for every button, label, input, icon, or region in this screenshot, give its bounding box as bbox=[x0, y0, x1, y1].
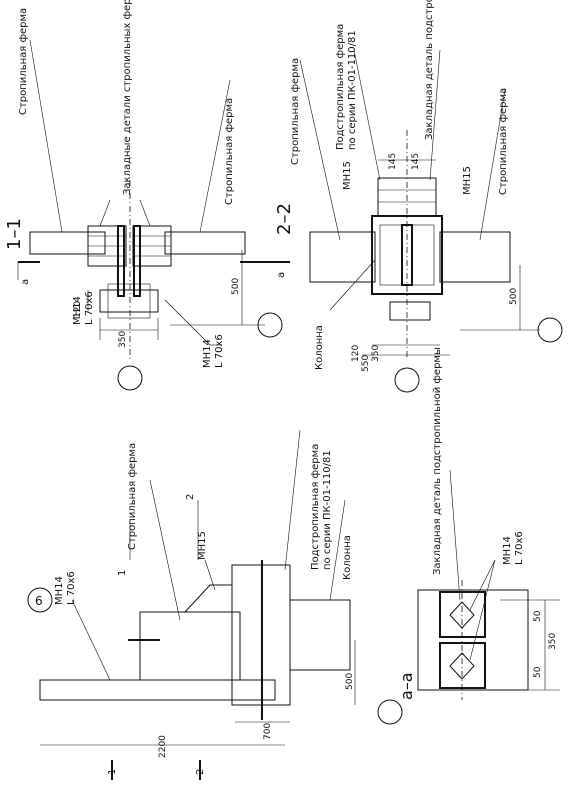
dim-120-22: 120 bbox=[351, 345, 361, 362]
dim-145-22a: 145 bbox=[388, 153, 398, 170]
axis-bubble-5 bbox=[377, 699, 403, 725]
dim-350-11: 350 bbox=[118, 331, 128, 348]
label-embedded-22: Закладная деталь подстропильной фермы bbox=[424, 0, 435, 140]
label-angle-aa: L 70х6 bbox=[514, 531, 525, 565]
label-embedded-aa: Закладная деталь подстропильной фермы bbox=[432, 347, 443, 575]
label-embedded-11: Закладные детали стропильных ферм bbox=[122, 0, 133, 195]
dim-120-11: 120 bbox=[73, 301, 83, 318]
dim-50-aa-1: 50 bbox=[533, 610, 543, 622]
label-rafter-node: Стропильная ферма bbox=[127, 443, 138, 550]
rafter-truss-left bbox=[29, 231, 106, 255]
label-mn14-11b: МН14 bbox=[202, 339, 213, 368]
label-mn15-node: МН15 bbox=[197, 531, 208, 560]
node-6 bbox=[27, 429, 403, 780]
label-mn14-11: МН14 bbox=[72, 296, 83, 325]
marker-1-top: 1 bbox=[117, 570, 128, 576]
dim-500-node: 500 bbox=[345, 673, 355, 690]
column-node bbox=[289, 599, 351, 671]
section-2-2 bbox=[262, 49, 563, 393]
label-series-22: по серии ПК-01-110/81 bbox=[347, 30, 358, 150]
label-subrafter-22: Подстропильная ферма bbox=[335, 24, 346, 150]
rafter-truss-right bbox=[164, 231, 246, 255]
dim-145-22b: 145 bbox=[411, 153, 421, 170]
axis-bubble-4 bbox=[394, 367, 420, 393]
label-mn14-node: МН14 bbox=[54, 576, 65, 605]
node-number: 6 bbox=[35, 594, 43, 608]
label-rafter-22-right: Стропильная ферма bbox=[498, 88, 509, 195]
dim-550-22: 550 bbox=[361, 355, 371, 372]
axis-bubble-1 bbox=[257, 312, 283, 338]
marker-a-left: а bbox=[20, 279, 31, 285]
section-a-a bbox=[417, 469, 560, 700]
label-rafter-22-left: Стропильная ферма bbox=[290, 58, 301, 165]
rafter-truss-22-left bbox=[309, 231, 376, 283]
column-head bbox=[371, 215, 443, 295]
dim-50-aa-2: 50 bbox=[533, 666, 543, 678]
bottom-chord-section bbox=[99, 289, 159, 313]
label-angle-11b: L 70х6 bbox=[214, 334, 225, 368]
axis-bubble-3 bbox=[537, 317, 563, 343]
label-mn15-22a: МН15 bbox=[342, 161, 353, 190]
section-label-aa: а–а bbox=[397, 672, 416, 700]
marker-a-right: а bbox=[276, 272, 287, 278]
rafter-truss-node bbox=[139, 611, 241, 681]
dim-700: 700 bbox=[263, 723, 273, 740]
axis-bubble-2 bbox=[117, 365, 143, 391]
dim-500-22: 500 bbox=[509, 288, 519, 305]
label-rafter-11-right: Стропильная ферма bbox=[224, 98, 235, 205]
top-chord bbox=[39, 679, 276, 701]
marker-1-bottom: 1 bbox=[107, 769, 118, 775]
node-bubble bbox=[27, 587, 53, 613]
aa-outline bbox=[417, 589, 529, 691]
label-subrafter-node: Подстропильная ферма bbox=[310, 444, 321, 570]
labels: Стропильная ферма Закладные детали строп… bbox=[4, 0, 558, 775]
label-mn14-aa: МН14 bbox=[502, 536, 513, 565]
plate-top bbox=[439, 591, 486, 638]
section-label-11: 1–1 bbox=[4, 218, 25, 250]
label-mn15-22b: МН15 bbox=[462, 166, 473, 195]
label-rafter-11-left: Стропильная ферма bbox=[18, 8, 29, 115]
section-1-1 bbox=[17, 39, 283, 391]
label-series-node: по серии ПК-01-110/81 bbox=[322, 450, 333, 570]
marker-2-bottom: 2 bbox=[195, 769, 206, 775]
dim-350-aa: 350 bbox=[548, 633, 558, 650]
label-angle-11: L 70х6 bbox=[84, 291, 95, 325]
label-column-22: Колонна bbox=[314, 325, 325, 370]
marker-2-top: 2 bbox=[185, 494, 196, 500]
plate-bottom bbox=[439, 642, 486, 689]
dim-2200: 2200 bbox=[158, 735, 168, 758]
label-column-node: Колонна bbox=[342, 535, 353, 580]
rafter-truss-22-right bbox=[439, 231, 511, 283]
dim-350-22: 350 bbox=[371, 345, 381, 362]
section-label-22: 2–2 bbox=[274, 203, 295, 235]
label-angle-node: L 70х6 bbox=[66, 571, 77, 605]
dim-500-11: 500 bbox=[231, 278, 241, 295]
